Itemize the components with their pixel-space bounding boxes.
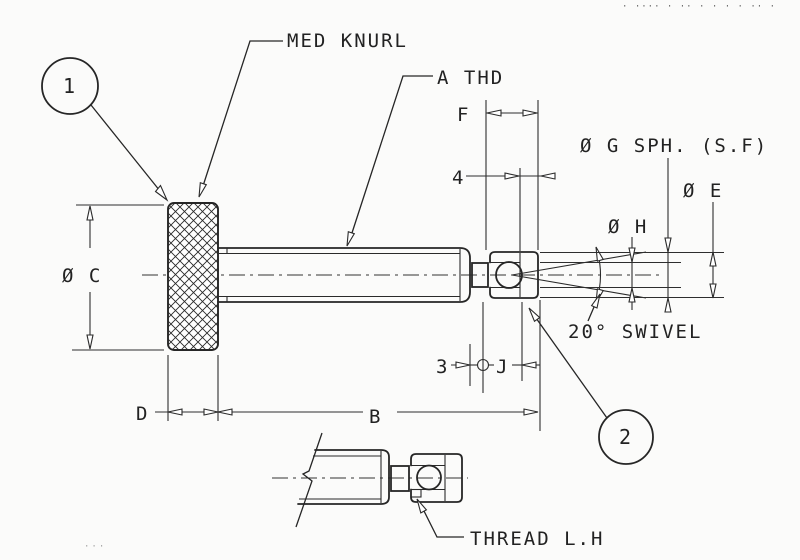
balloon-1-circle (41, 57, 99, 115)
a-thd-callout: A THD (346, 67, 504, 247)
detail-view-thread-lh: THREAD L.H (272, 432, 604, 550)
swivel-ball (495, 261, 523, 289)
med-knurl-callout: MED KNURL (198, 30, 408, 198)
corner-text-fragment: · ···· · ·· · · · · ·· · (622, 2, 776, 12)
threaded-shaft (217, 247, 471, 303)
knurled-head (167, 202, 219, 351)
dim-3-j (451, 302, 540, 393)
dim-dia-g (664, 158, 672, 313)
dim-3-label: 3 (436, 356, 449, 378)
dia-e-label: Ø E (683, 180, 723, 202)
dim-4 (466, 168, 556, 251)
detail-pad-cup (410, 453, 463, 503)
break-line (295, 432, 323, 528)
bottom-left-marks: ··· (84, 542, 106, 552)
dim-b-label: B (369, 406, 382, 428)
swivel-angle-label: 20° SWIVEL (568, 321, 702, 343)
dim-dia-c (72, 204, 164, 351)
dim-f-label: F (457, 104, 470, 126)
dim-4-label: 4 (452, 167, 465, 189)
detail-neck (390, 465, 410, 492)
med-knurl-label: MED KNURL (287, 30, 408, 52)
thread-lh-label: THREAD L.H (470, 528, 604, 550)
swivel-pad-cup (489, 251, 539, 299)
thread-lh-callout: THREAD L.H (416, 498, 604, 550)
swivel-pad-assembly (471, 251, 539, 299)
dia-h-label: Ø H (608, 216, 648, 238)
balloon-1: 1 (41, 57, 169, 202)
swivel-angle-indicator (511, 246, 647, 322)
dim-d-b (155, 300, 541, 431)
dim-j-label: J (496, 356, 509, 378)
a-thd-label: A THD (437, 67, 504, 89)
balloon-2-circle (598, 409, 654, 465)
dia-g-sph-label: Ø G SPH. (S.F) (580, 135, 768, 157)
dia-c-label: Ø C (62, 265, 102, 287)
detail-keeper (410, 488, 422, 498)
detail-shaft (297, 449, 390, 505)
balloon-1-label: 1 (63, 74, 77, 98)
neck (471, 262, 489, 288)
dimension-labels: F 4 Ø G SPH. (S.F) Ø E Ø H Ø C 20° SWIVE… (62, 104, 768, 428)
detail-swivel-pad (390, 453, 463, 503)
dim-dia-e (709, 202, 717, 299)
balloon-2: 2 (528, 307, 654, 465)
balloon-2-label: 2 (619, 425, 633, 449)
dim-f (485, 100, 539, 250)
main-view: 1 2 MED KNURL A THD (41, 30, 724, 465)
dim-dia-h (628, 237, 636, 310)
detail-ball (416, 464, 442, 491)
dim-d-label: D (136, 403, 149, 425)
